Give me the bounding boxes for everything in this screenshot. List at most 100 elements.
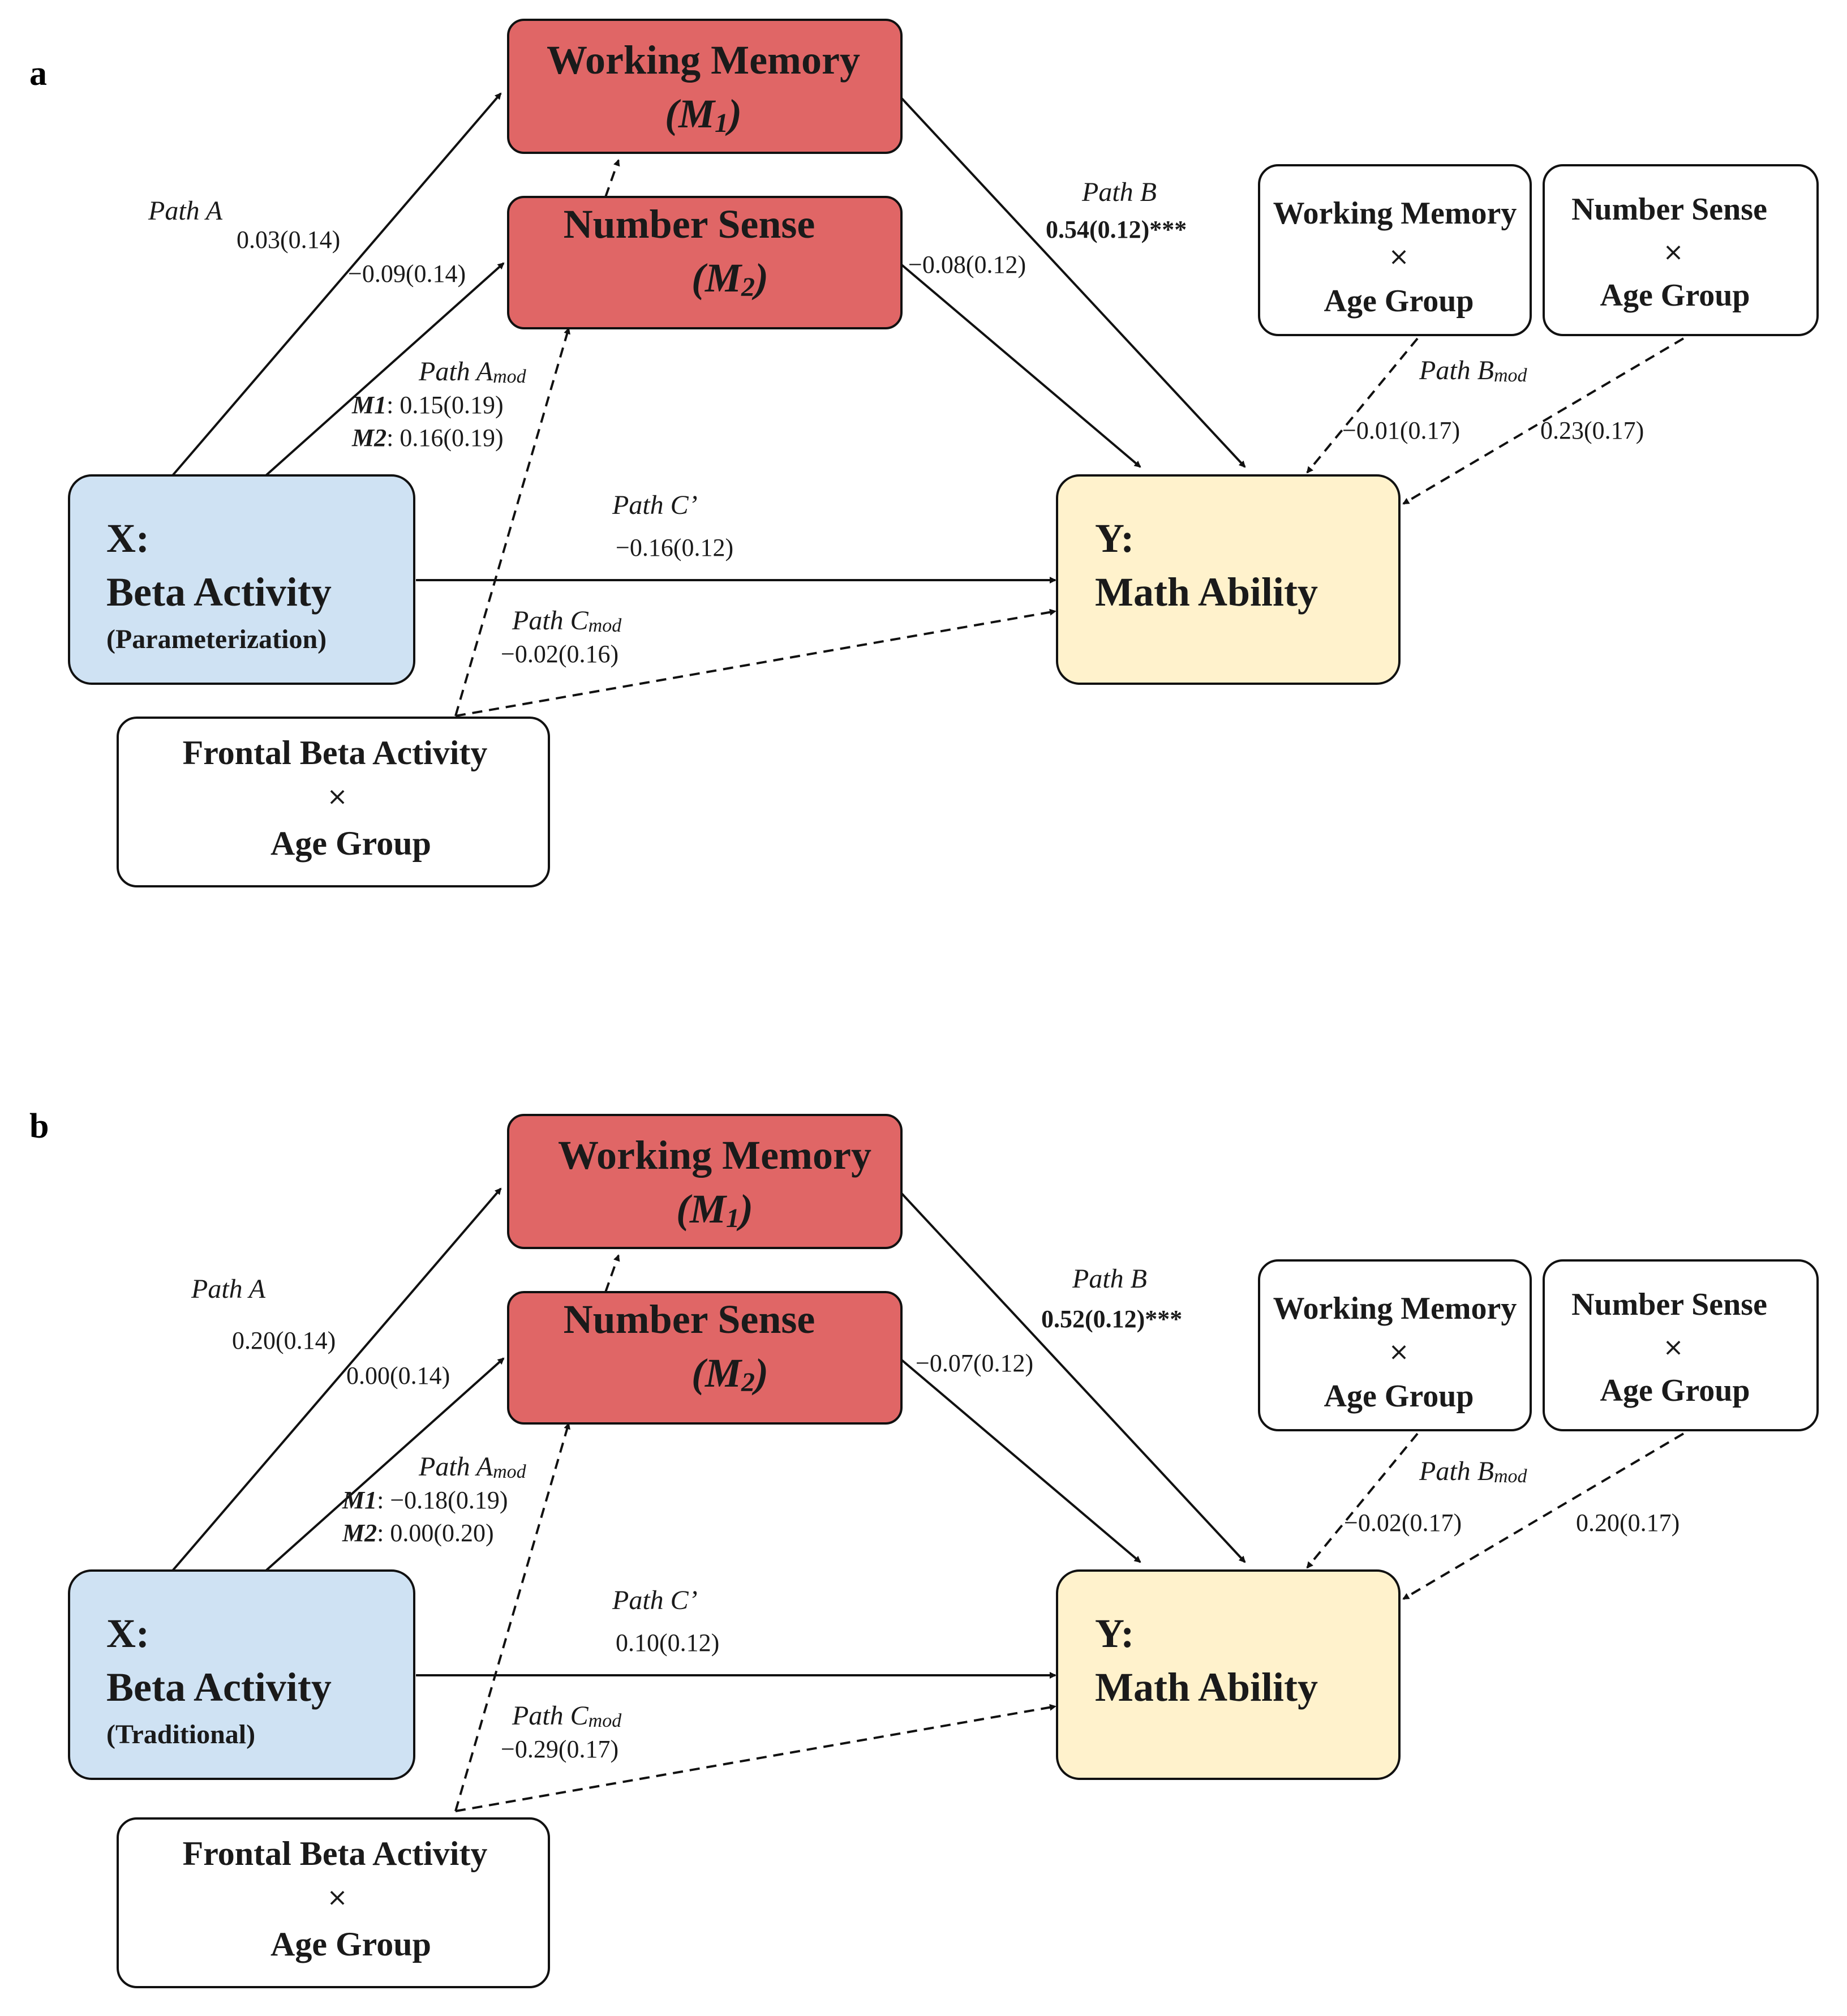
moderator-number-sense-box: Number Sense × Age Group (1543, 1259, 1819, 1431)
y-title: Math Ability (1095, 1665, 1318, 1710)
m2-to-m1-arrow (604, 159, 620, 198)
mediator-number-sense-box: Number Sense (M2) (507, 196, 903, 329)
path-bmod-wm-coef: −0.02(0.17) (1344, 1509, 1462, 1537)
mediator-box-shape (507, 196, 903, 329)
moderator-box-shape (1258, 1259, 1532, 1431)
y-title: Math Ability (1095, 569, 1318, 615)
x-box-shape (68, 1569, 415, 1780)
y-math-ability-box: Y: Math Ability (1056, 474, 1401, 685)
moderator-line1: Frontal Beta Activity (183, 734, 488, 771)
mediator-working-memory-box: Working Memory (M1) (507, 19, 903, 154)
mediator-subscript-label: (M2) (691, 255, 768, 302)
times-symbol: × (1663, 238, 1684, 267)
panel-letter: a (29, 54, 47, 93)
moderator-line1: Number Sense (1571, 192, 1767, 227)
path-b-m1-coef: 0.52(0.12)*** (1041, 1305, 1182, 1333)
moderator-number-sense-box: Number Sense × Age Group (1543, 164, 1819, 336)
x-label: X: (106, 516, 149, 561)
path-c-coef: 0.10(0.12) (616, 1629, 719, 1657)
x-beta-activity-box: X: Beta Activity (Traditional) (68, 1569, 415, 1780)
times-symbol: × (327, 1883, 348, 1912)
mediator-box-shape (507, 19, 903, 154)
path-b-m2-arrow (899, 262, 1141, 468)
path-a-m1-coef: 0.03(0.14) (237, 226, 340, 254)
path-b-m1-coef: 0.54(0.12)*** (1046, 216, 1187, 243)
mediator-working-memory-box: Working Memory (M1) (507, 1114, 903, 1249)
path-b-m2-arrow (899, 1357, 1141, 1563)
y-math-ability-box: Y: Math Ability (1056, 1569, 1401, 1780)
mediator-title: Working Memory (558, 1133, 871, 1178)
path-b-m1-arrow (899, 95, 1246, 468)
path-b-label: Path B (1081, 177, 1157, 207)
x-subtitle: (Parameterization) (106, 624, 327, 654)
moderator-line2: Age Group (270, 825, 431, 862)
path-b-m2-coef: −0.07(0.12) (916, 1349, 1033, 1377)
path-b-m2-coef: −0.08(0.12) (908, 251, 1026, 278)
path-c-coef: −0.16(0.12) (616, 534, 733, 561)
moderator-frontal-beta-box: Frontal Beta Activity × Age Group (117, 1817, 550, 1988)
moderator-line1: Working Memory (1273, 1291, 1517, 1326)
panel-b: b Working Memory (M1) Number Sense (M2) (29, 1107, 1819, 1988)
path-bmod-label: Path Bmod (1419, 355, 1528, 386)
path-amod-m1-coef: M1: 0.15(0.19) (351, 391, 504, 419)
path-a-m1-arrow (171, 92, 502, 477)
x-title: Beta Activity (106, 569, 332, 615)
path-a-label: Path A (191, 1274, 266, 1304)
path-c-label: Path C’ (612, 1585, 698, 1615)
times-symbol: × (1389, 1337, 1410, 1366)
path-a-label: Path A (148, 196, 223, 226)
moderator-line2: Age Group (1600, 1373, 1750, 1408)
path-bmod-wm-coef: −0.01(0.17) (1342, 417, 1460, 444)
path-a-m1-arrow (171, 1187, 502, 1572)
y-box-shape (1056, 474, 1401, 685)
moderator-box-shape (1258, 164, 1532, 336)
mediator-title: Working Memory (547, 37, 860, 83)
path-amod-label: Path Amod (418, 357, 527, 387)
path-cmod-coef: −0.02(0.16) (501, 640, 618, 668)
path-amod-m2-coef: M2: 0.00(0.20) (342, 1519, 494, 1547)
path-b-m1-arrow (899, 1190, 1246, 1563)
y-label: Y: (1095, 1611, 1134, 1656)
times-symbol: × (1389, 242, 1410, 271)
mediator-number-sense-box: Number Sense (M2) (507, 1291, 903, 1425)
mediator-title: Number Sense (564, 1297, 815, 1342)
mediator-title: Number Sense (564, 201, 815, 247)
m2-to-m1-arrow (604, 1254, 620, 1293)
path-a-m1-coef: 0.20(0.14) (232, 1327, 336, 1354)
path-bmod-wm-arrow (1306, 1432, 1419, 1569)
moderator-line1: Working Memory (1273, 196, 1517, 231)
x-box-shape (68, 474, 415, 685)
moderator-line1: Number Sense (1571, 1287, 1767, 1322)
moderator-line2: Age Group (1600, 278, 1750, 313)
panel-a: a Working Memory (M1) Number Sense (M2) (29, 19, 1819, 887)
moderator-line1: Frontal Beta Activity (183, 1835, 488, 1872)
moderator-working-memory-box: Working Memory × Age Group (1258, 164, 1532, 336)
path-bmod-wm-arrow (1306, 337, 1419, 474)
path-c-label: Path C’ (612, 490, 698, 520)
path-a-m2-coef: 0.00(0.14) (346, 1362, 450, 1389)
path-cmod-label: Path Cmod (512, 1701, 622, 1731)
paths (171, 92, 1685, 717)
moderator-box-shape (117, 717, 550, 887)
path-b-label: Path B (1072, 1264, 1147, 1294)
y-label: Y: (1095, 516, 1134, 561)
x-beta-activity-box: X: Beta Activity (Parameterization) (68, 474, 415, 685)
path-labels: Path A 0.20(0.14) 0.00(0.14) Path Amod M… (191, 1264, 1680, 1763)
moderator-box-shape (1543, 164, 1819, 336)
moderator-line2: Age Group (1324, 1379, 1474, 1414)
mediator-subscript-label: (M2) (691, 1350, 768, 1397)
moderator-working-memory-box: Working Memory × Age Group (1258, 1259, 1532, 1431)
moderator-line2: Age Group (1324, 284, 1474, 319)
path-bmod-ns-arrow (1402, 1432, 1685, 1600)
path-amod-label: Path Amod (418, 1452, 527, 1482)
moderator-box-shape (117, 1817, 550, 1988)
moderator-frontal-beta-box: Frontal Beta Activity × Age Group (117, 717, 550, 887)
path-bmod-ns-arrow (1402, 337, 1685, 505)
path-labels: Path A 0.03(0.14) −0.09(0.14) Path Amod … (148, 177, 1644, 668)
x-subtitle: (Traditional) (106, 1719, 255, 1749)
path-bmod-ns-coef: 0.23(0.17) (1540, 417, 1644, 444)
path-a-m2-coef: −0.09(0.14) (348, 260, 466, 288)
path-a-m2-arrow (265, 262, 505, 477)
path-amod-m2-coef: M2: 0.16(0.19) (351, 424, 504, 452)
